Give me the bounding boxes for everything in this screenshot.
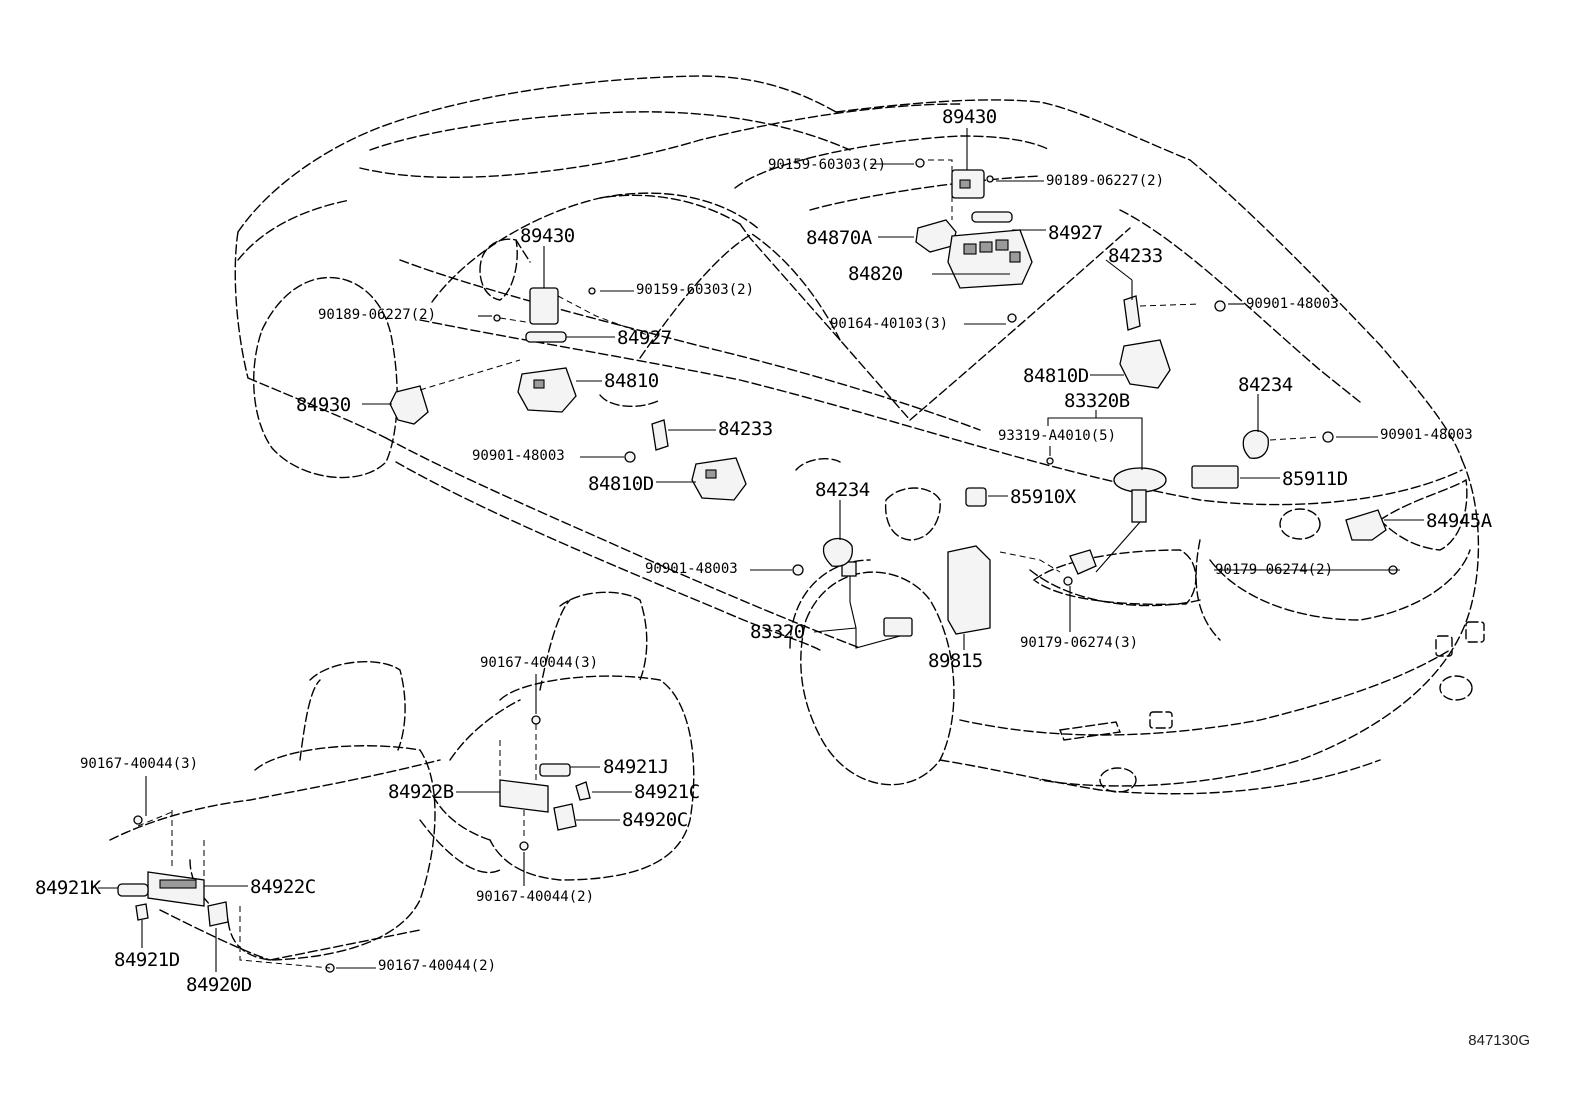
part-label-84820: 84820 [848, 263, 903, 285]
part-label-90167-40044-2-bot: 90167-40044(2) [378, 958, 497, 974]
part-label-90901-48003-tail: 90901-48003 [1380, 427, 1473, 443]
part-label-84870A: 84870A [806, 227, 872, 249]
leader-lines [98, 128, 1424, 972]
part-label-90901-48003-mid: 90901-48003 [645, 561, 738, 577]
part-label-84920C: 84920C [622, 809, 688, 831]
part-label-90164-40103: 90164-40103(3) [830, 316, 949, 332]
part-label-84233-right: 84233 [1108, 245, 1163, 267]
figure-code: 847130G [1468, 1032, 1530, 1049]
part-label-84810: 84810 [604, 370, 659, 392]
part-label-90159-60303-right: 90159-60303(2) [768, 157, 887, 173]
part-label-85910X: 85910X [1010, 486, 1076, 508]
part-label-84922C: 84922C [250, 876, 316, 898]
part-label-84921C: 84921C [634, 781, 700, 803]
part-label-90167-40044-2-mid: 90167-40044(2) [476, 889, 595, 905]
part-label-83320: 83320 [750, 621, 805, 643]
part-label-84810D-left: 84810D [588, 473, 654, 495]
rear-seat-outline [109, 591, 695, 961]
part-label-89815: 89815 [928, 650, 983, 672]
part-label-84234-left: 84234 [815, 479, 870, 501]
part-label-84930: 84930 [296, 394, 351, 416]
part-label-84810D-right: 84810D [1023, 365, 1089, 387]
part-label-84945A: 84945A [1426, 510, 1492, 532]
part-label-89430-right: 89430 [942, 106, 997, 128]
part-label-90901-48003-rr: 90901-48003 [1246, 296, 1339, 312]
part-label-90189-06227-left: 90189-06227(2) [318, 307, 437, 323]
part-label-84234-right: 84234 [1238, 374, 1293, 396]
part-label-84921D: 84921D [114, 949, 180, 971]
part-label-84922B: 84922B [388, 781, 454, 803]
car-body-outline [234, 75, 1485, 795]
part-label-83320B: 83320B [1064, 390, 1130, 412]
part-label-84927-right: 84927 [1048, 222, 1103, 244]
part-label-90159-60303-left: 90159-60303(2) [636, 282, 755, 298]
part-label-84920D: 84920D [186, 974, 252, 996]
part-label-90179-06274-2: 90179-06274(2) [1215, 562, 1334, 578]
part-label-90901-48003-front: 90901-48003 [472, 448, 565, 464]
components [117, 158, 1398, 973]
install-guides [137, 159, 1321, 969]
part-label-84927-left: 84927 [617, 327, 672, 349]
part-label-90189-06227-right: 90189-06227(2) [1046, 173, 1165, 189]
part-label-90167-40044-3-top: 90167-40044(3) [480, 655, 599, 671]
part-label-89430-left: 89430 [520, 225, 575, 247]
part-label-90167-40044-3-left: 90167-40044(3) [80, 756, 199, 772]
part-label-93319-A4010: 93319-A4010(5) [998, 428, 1117, 444]
part-label-84921K: 84921K [35, 877, 101, 899]
part-label-84921J: 84921J [603, 756, 669, 778]
part-label-90179-06274-3: 90179-06274(3) [1020, 635, 1139, 651]
part-label-85911D: 85911D [1282, 468, 1348, 490]
part-label-84233-left: 84233 [718, 418, 773, 440]
